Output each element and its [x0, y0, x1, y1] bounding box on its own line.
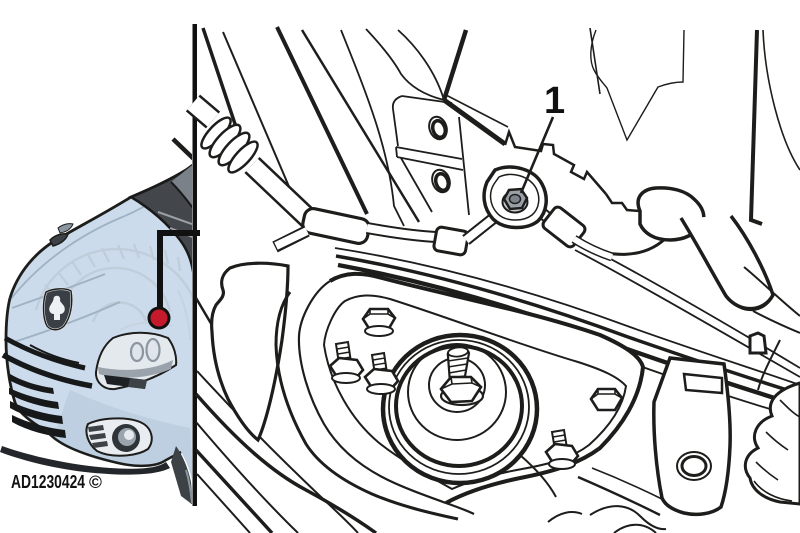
- svg-text:1: 1: [544, 80, 565, 122]
- svg-text:AD1230424: AD1230424: [11, 472, 85, 492]
- svg-text:©: ©: [89, 472, 102, 492]
